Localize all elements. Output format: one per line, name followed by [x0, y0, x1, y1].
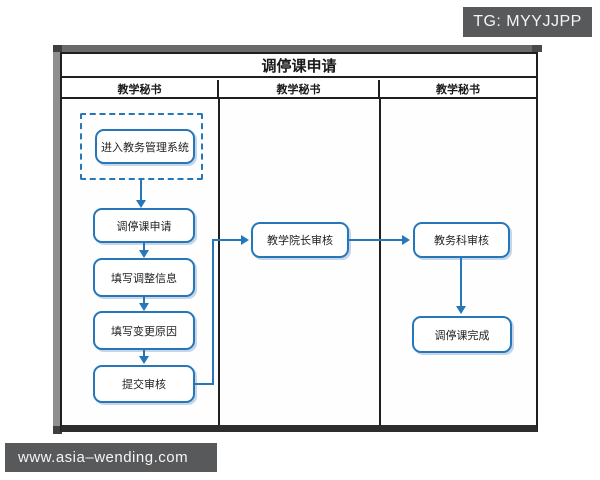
frame-shadow-corner-bottom-left — [53, 426, 62, 434]
node-dean-review: 教学院长审核 — [251, 222, 349, 258]
node-fill-change-reason: 填写变更原因 — [93, 311, 195, 350]
arrowhead-submit-to-dean — [241, 235, 249, 245]
node-academic-office-review: 教务科审核 — [413, 222, 510, 258]
arrow-enter-to-apply — [140, 180, 142, 201]
frame-shadow-left — [53, 52, 60, 434]
tg-contact-badge: TG: MYYJJPP — [463, 7, 592, 37]
node-submit-review: 提交审核 — [93, 365, 195, 403]
frame-shadow-top — [53, 45, 542, 52]
swimlane-header-row: 教学秘书 教学秘书 教学秘书 — [62, 80, 536, 99]
website-watermark: www.asia–wending.com — [5, 443, 217, 472]
lane-header-2: 教学秘书 — [219, 80, 380, 97]
frame-shadow-corner-top-right — [532, 45, 542, 52]
arrow-reason-to-submit — [143, 350, 145, 358]
node-enter-system: 进入教务管理系统 — [95, 129, 195, 164]
frame-shadow-corner-top-left — [53, 45, 62, 52]
diagram-title: 调停课申请 — [62, 54, 536, 78]
arrow-submit-to-dean-seg3 — [214, 239, 242, 241]
arrow-submit-to-dean-seg1 — [195, 383, 214, 385]
arrowhead-dean-to-office — [402, 235, 410, 245]
lane-divider-1 — [218, 99, 220, 425]
node-apply: 调停课申请 — [93, 208, 195, 243]
node-complete: 调停课完成 — [412, 316, 512, 353]
arrow-dean-to-office — [349, 239, 403, 241]
arrowhead-reason-to-submit — [139, 356, 149, 364]
arrowhead-enter-to-apply — [136, 200, 146, 208]
arrow-apply-to-fill-info — [143, 243, 145, 251]
arrow-office-to-complete — [460, 258, 462, 308]
arrowhead-apply-to-fill-info — [139, 250, 149, 258]
lane-header-1: 教学秘书 — [62, 80, 219, 97]
arrowhead-office-to-complete — [456, 306, 466, 314]
arrow-submit-to-dean-seg2 — [212, 239, 214, 385]
arrow-fill-info-to-reason — [143, 297, 145, 304]
lane-header-3: 教学秘书 — [436, 83, 480, 96]
start-group-dashed-box — [80, 113, 203, 180]
lane-divider-2 — [379, 99, 381, 425]
node-fill-adjust-info: 填写调整信息 — [93, 258, 195, 297]
arrowhead-fill-info-to-reason — [139, 303, 149, 311]
